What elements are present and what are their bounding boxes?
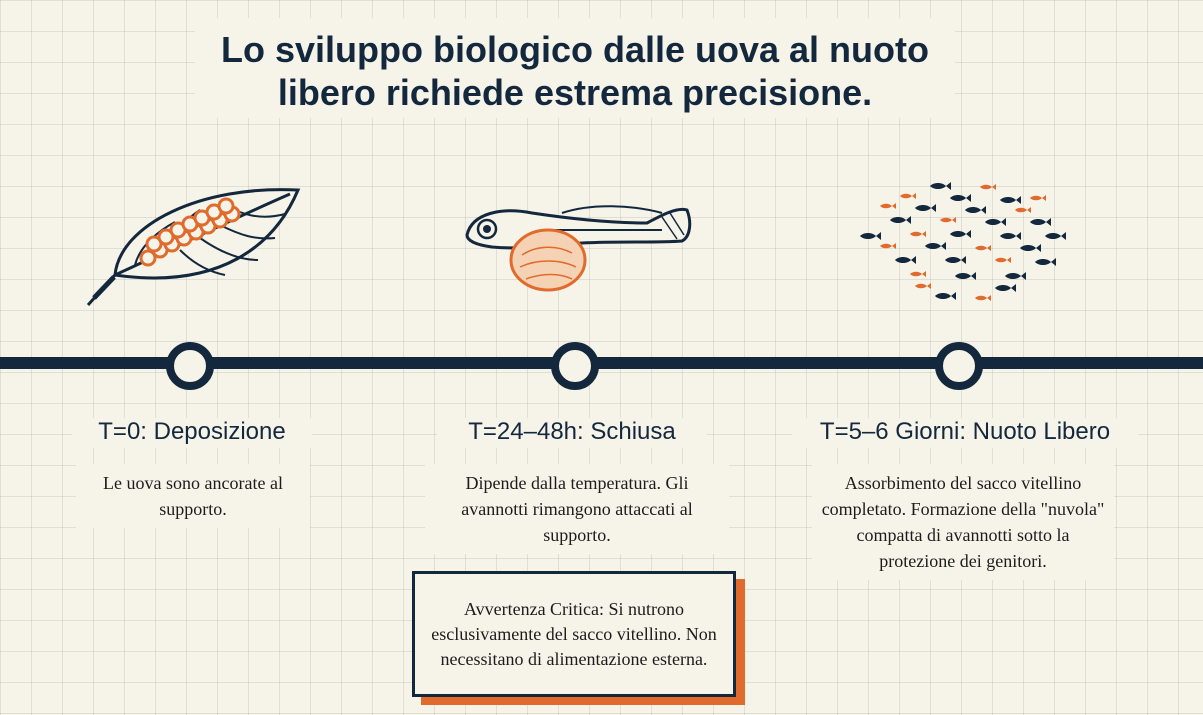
timeline-line [0,357,1203,369]
critical-warning-text: Avvertenza Critica: Si nutrono esclusiva… [431,598,717,669]
timeline-node-free-swimming [935,342,983,390]
leaf-with-eggs-icon [86,188,301,307]
stage-description-hatching: Dipende dalla temperatura. Gli avannotti… [425,464,729,554]
stage-description-deposition: Le uova sono ancorate al supporto. [76,464,310,528]
stage-title-free-swimming: T=5–6 Giorni: Nuoto Libero [792,418,1138,448]
stage-description-free-swimming: Assorbimento del sacco vitellino complet… [812,464,1114,580]
larva-with-yolk-sac-icon [465,205,692,292]
critical-warning-box: Avvertenza Critica: Si nutrono esclusiva… [412,571,736,697]
timeline-node-hatching [551,342,599,390]
stage-title-hatching: T=24–48h: Schiusa [437,418,707,448]
page-title: Lo sviluppo biologico dalle uova al nuot… [220,29,929,113]
timeline-node-deposition [166,342,214,390]
stage-title-deposition: T=0: Deposizione [72,418,312,448]
fry-school-icon [860,182,1066,301]
title-area: Lo sviluppo biologico dalle uova al nuot… [195,18,955,118]
